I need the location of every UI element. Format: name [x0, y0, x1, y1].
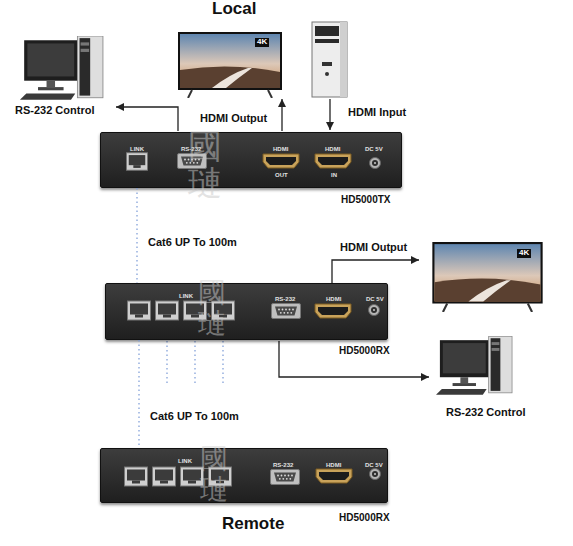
- rx-ports: [316, 469, 352, 483]
- cable-stub: [222, 341, 223, 385]
- port-label: HDMI: [273, 146, 288, 152]
- signal-label: RS-232 Control: [446, 406, 525, 418]
- cable-label: Cat6 UP To 100m: [148, 236, 237, 248]
- port-label: RS-232: [275, 296, 295, 302]
- rx-ports: [184, 301, 207, 320]
- model-name: HD5000RX: [339, 513, 390, 523]
- port-label: RS-232: [273, 462, 293, 468]
- signal-arrow: [281, 99, 282, 131]
- tower-computer: [312, 22, 347, 97]
- cat6-cable: [136, 188, 137, 283]
- tower-computer: [322, 62, 332, 66]
- port-label: DC 5V: [365, 462, 383, 468]
- tower-computer: [312, 22, 347, 97]
- rx-ports: [212, 301, 235, 320]
- port-label: DC 5V: [365, 146, 383, 152]
- rx-ports: [369, 305, 380, 316]
- port-label: HDMI: [326, 462, 341, 468]
- signal-label: HDMI Output: [200, 112, 267, 124]
- signal-arrow: [332, 260, 419, 283]
- tower-computer: [315, 26, 339, 36]
- cable-stub: [167, 341, 223, 385]
- cat6-cable: [138, 340, 139, 448]
- rx-ports: [156, 301, 179, 320]
- tx-ports: [263, 154, 299, 168]
- rx-ports: [125, 467, 148, 486]
- cable-stub: [194, 341, 195, 385]
- signal-arrow: [116, 107, 178, 131]
- tx-ports: [126, 153, 380, 170]
- computer: [436, 336, 512, 395]
- model-name: HD5000TX: [341, 195, 390, 205]
- signal-label: HDMI Input: [348, 106, 406, 118]
- resolution-badge: 4K: [255, 38, 269, 47]
- rx-ports: [128, 301, 151, 320]
- rx-ports: [128, 301, 380, 320]
- port-label: OUT: [275, 172, 288, 178]
- signal-label: Local: [212, 0, 256, 19]
- tower-computer: [340, 22, 347, 97]
- television: [432, 242, 542, 312]
- model-name: HD5000RX: [339, 346, 390, 356]
- signal-label: RS-232 Control: [15, 104, 94, 116]
- port-label: IN: [331, 172, 337, 178]
- television: [178, 32, 282, 98]
- rx-ports: [271, 470, 300, 485]
- rx-ports: [181, 467, 204, 486]
- rx-ports: [125, 467, 381, 486]
- signal-arrow: [329, 99, 330, 130]
- rx-ports: [209, 467, 232, 486]
- rx-ports: [370, 469, 381, 480]
- port-label: LINK: [179, 293, 193, 299]
- port-label: RS-232: [181, 146, 201, 152]
- rx-ports: [272, 304, 301, 319]
- computer: [20, 36, 103, 100]
- cable-label: Cat6 UP To 100m: [150, 410, 239, 422]
- port-label: HDMI: [325, 146, 340, 152]
- tower-computer: [325, 72, 329, 76]
- rx-ports: [153, 467, 176, 486]
- cable-stub: [166, 341, 167, 385]
- rx-ports: [315, 304, 351, 318]
- signal-label: HDMI Output: [340, 241, 407, 253]
- signal-arrow: [279, 341, 429, 377]
- port-label: HDMI: [326, 296, 341, 302]
- tower-computer: [315, 39, 339, 43]
- receiver-box: LINKRS-232HDMIDC 5VHD5000RX: [105, 283, 388, 340]
- tx-ports: [178, 154, 207, 169]
- port-label: LINK: [178, 458, 192, 464]
- port-label: DC 5V: [366, 296, 384, 302]
- tx-ports: [126, 153, 147, 170]
- signal-label: Remote: [222, 515, 284, 534]
- tx-ports: [370, 158, 381, 169]
- transmitter-box: LINKRS-232HDMIOUTHDMIINDC 5VHD5000TX: [100, 132, 402, 188]
- receiver-box: LINKRS-232HDMIDC 5VHD5000RX: [100, 448, 388, 503]
- port-label: LINK: [130, 146, 144, 152]
- resolution-badge: 4K: [517, 249, 531, 258]
- tx-ports: [315, 154, 351, 168]
